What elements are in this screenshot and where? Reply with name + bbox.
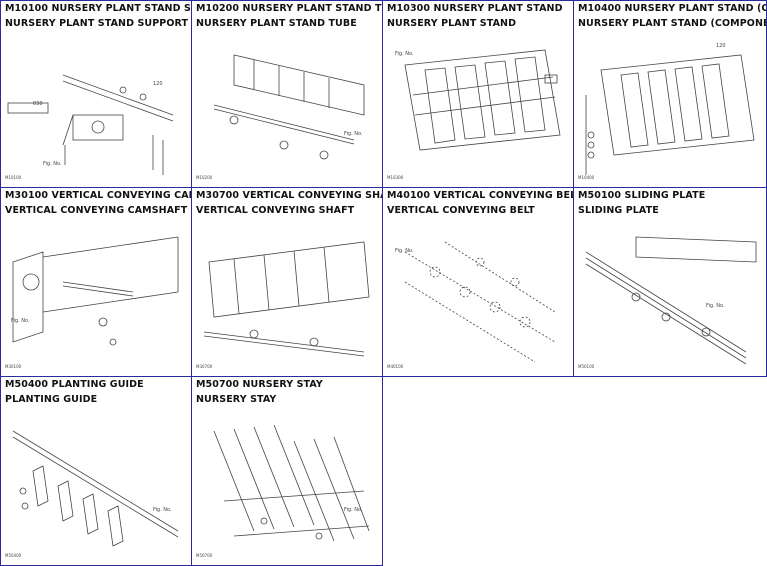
item-code: M40100 VERTICAL CONVEYING BELT: [387, 190, 574, 201]
catalog-item-m50700[interactable]: M50700 NURSERY STAY NURSERY STAY Fig. No…: [191, 376, 383, 566]
catalog-item-m30100[interactable]: M30100 VERTICAL CONVEYING CAMSHA VERTICA…: [0, 187, 192, 377]
catalog-item-m50400[interactable]: M50400 PLANTING GUIDE PLANTING GUIDE Fig…: [0, 376, 192, 566]
svg-text:Fig. No.: Fig. No.: [11, 318, 30, 324]
item-code: M10200 NURSERY PLANT STAND TUBE: [196, 3, 383, 14]
exploded-diagram-thumbnail[interactable]: M30700: [194, 222, 380, 374]
svg-text:M10200: M10200: [196, 175, 213, 180]
item-code: M10100 NURSERY PLANT STAND SUPP: [5, 3, 191, 14]
exploded-diagram-thumbnail[interactable]: 120 M10400: [576, 35, 764, 185]
svg-text:M30100: M30100: [5, 364, 22, 369]
catalog-item-m10400[interactable]: M10400 NURSERY PLANT STAND (COMP NURSERY…: [573, 0, 767, 188]
svg-text:M50400: M50400: [5, 553, 22, 558]
item-name: VERTICAL CONVEYING SHAFT: [196, 205, 355, 216]
exploded-diagram-thumbnail[interactable]: Fig. No. M40100: [385, 222, 571, 374]
svg-text:M10300: M10300: [387, 175, 404, 180]
catalog-item-m30700[interactable]: M30700 VERTICAL CONVEYING SHAFT VERTICAL…: [191, 187, 383, 377]
item-name: VERTICAL CONVEYING CAMSHAFT: [5, 205, 188, 216]
svg-text:Fig. No.: Fig. No.: [395, 51, 414, 57]
exploded-diagram-thumbnail[interactable]: Fig. No. M50100: [576, 222, 764, 374]
item-code: M50100 SLIDING PLATE: [578, 190, 706, 201]
exploded-diagram-thumbnail[interactable]: Fig. No. M50700: [194, 411, 380, 563]
item-code: M10300 NURSERY PLANT STAND: [387, 3, 563, 14]
svg-text:M50100: M50100: [578, 364, 595, 369]
svg-text:M10100: M10100: [5, 175, 22, 180]
svg-text:M10400: M10400: [578, 175, 595, 180]
svg-text:Fig. No.: Fig. No.: [43, 161, 62, 167]
item-name: NURSERY STAY: [196, 394, 277, 405]
item-name: VERTICAL CONVEYING BELT: [387, 205, 535, 216]
item-code: M30100 VERTICAL CONVEYING CAMSHA: [5, 190, 191, 201]
catalog-item-m40100[interactable]: M40100 VERTICAL CONVEYING BELT VERTICAL …: [382, 187, 574, 377]
item-name: NURSERY PLANT STAND (COMPONENT: [578, 18, 767, 29]
exploded-diagram-thumbnail[interactable]: Fig. No. M10200: [194, 35, 380, 185]
item-code: M10400 NURSERY PLANT STAND (COMP: [578, 3, 766, 14]
svg-text:120: 120: [153, 81, 163, 87]
svg-text:Fig. No.: Fig. No.: [706, 303, 725, 309]
svg-text:Fig. No.: Fig. No.: [395, 248, 414, 254]
item-code: M50400 PLANTING GUIDE: [5, 379, 144, 390]
item-code: M50700 NURSERY STAY: [196, 379, 323, 390]
svg-text:M50700: M50700: [196, 553, 213, 558]
svg-text:030: 030: [33, 101, 43, 107]
item-name: NURSERY PLANT STAND TUBE: [196, 18, 357, 29]
svg-text:Fig. No.: Fig. No.: [153, 507, 172, 513]
catalog-item-m10100[interactable]: M10100 NURSERY PLANT STAND SUPP NURSERY …: [0, 0, 192, 188]
exploded-diagram-thumbnail[interactable]: Fig. No. M30100: [3, 222, 189, 374]
item-name: PLANTING GUIDE: [5, 394, 98, 405]
exploded-diagram-thumbnail[interactable]: 030 120 Fig. No. M10100: [3, 35, 189, 185]
svg-text:M30700: M30700: [196, 364, 213, 369]
svg-text:Fig. No.: Fig. No.: [344, 507, 363, 513]
svg-text:M40100: M40100: [387, 364, 404, 369]
item-name: SLIDING PLATE: [578, 205, 659, 216]
exploded-diagram-thumbnail[interactable]: Fig. No. M10300: [385, 35, 571, 185]
catalog-item-m50100[interactable]: M50100 SLIDING PLATE SLIDING PLATE Fig. …: [573, 187, 767, 377]
item-name: NURSERY PLANT STAND SUPPORT: [5, 18, 189, 29]
item-name: NURSERY PLANT STAND: [387, 18, 517, 29]
catalog-item-m10300[interactable]: M10300 NURSERY PLANT STAND NURSERY PLANT…: [382, 0, 574, 188]
item-code: M30700 VERTICAL CONVEYING SHAFT: [196, 190, 383, 201]
catalog-item-m10200[interactable]: M10200 NURSERY PLANT STAND TUBE NURSERY …: [191, 0, 383, 188]
svg-text:120: 120: [716, 43, 726, 49]
exploded-diagram-thumbnail[interactable]: Fig. No. M50400: [3, 411, 189, 563]
svg-text:Fig. No.: Fig. No.: [344, 131, 363, 137]
